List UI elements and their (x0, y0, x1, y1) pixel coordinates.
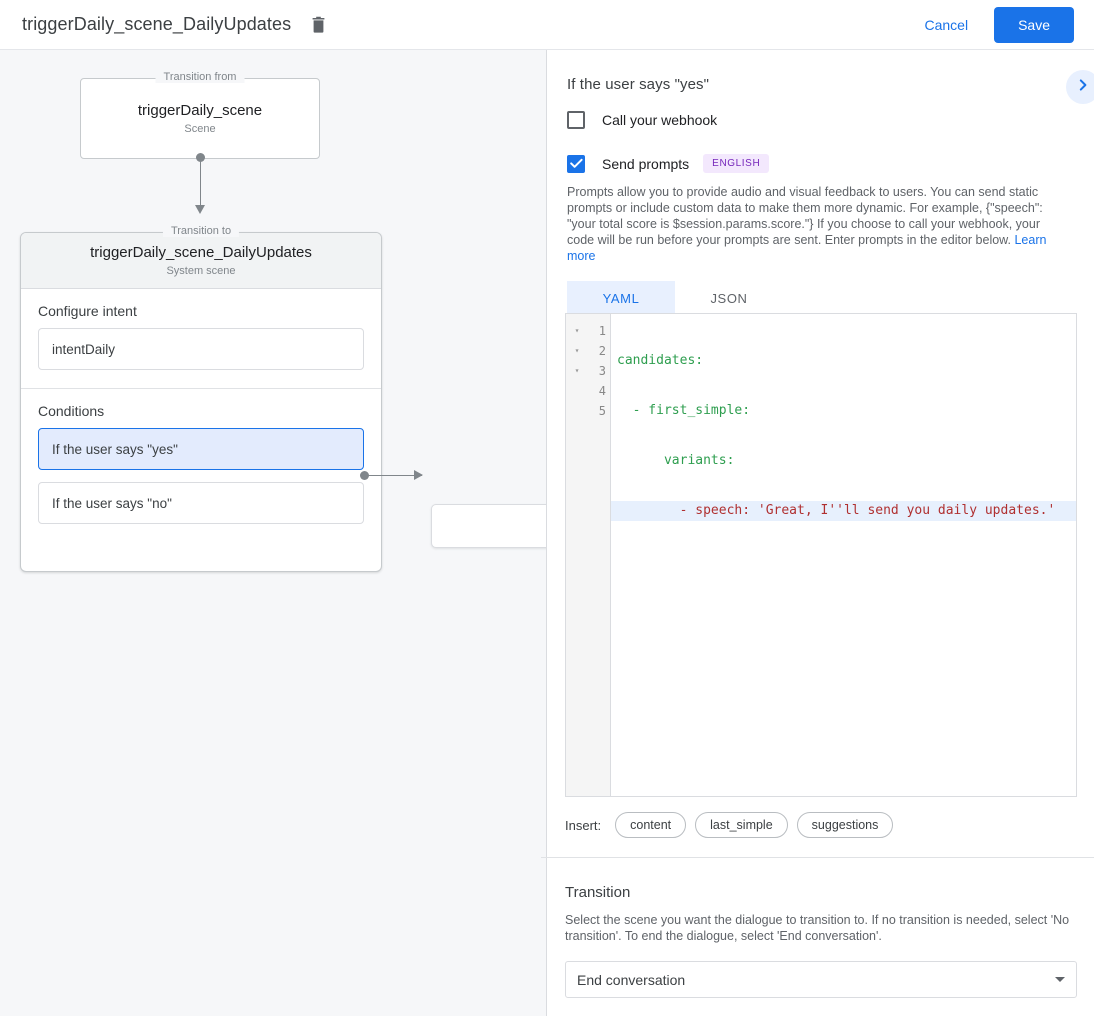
insert-chip-content[interactable]: content (615, 812, 687, 838)
panel-header: If the user says "yes" (547, 50, 1094, 104)
insert-chip-last-simple[interactable]: last_simple (695, 812, 788, 838)
send-prompts-checkbox[interactable] (567, 154, 585, 173)
code-token-key: - first_simple: (617, 403, 751, 418)
expand-panel-button[interactable] (1066, 70, 1094, 104)
trash-icon (311, 16, 326, 33)
insert-label: Insert: (565, 817, 602, 833)
conditions-label: Conditions (38, 403, 105, 419)
connector-line-horizontal (368, 475, 422, 476)
fold-toggle[interactable] (566, 381, 588, 401)
webhook-checkbox[interactable] (567, 111, 585, 129)
delete-button[interactable] (305, 12, 331, 38)
check-icon (569, 158, 583, 168)
send-prompts-row[interactable]: Send prompts ENGLISH (547, 154, 1094, 173)
configure-intent-section: Configure intent intentDaily (21, 289, 381, 389)
code-line[interactable]: variants: (611, 451, 1076, 471)
transition-select-value: End conversation (577, 971, 686, 988)
transition-select[interactable]: End conversation (565, 961, 1077, 998)
code-line[interactable] (611, 551, 1076, 571)
webhook-label: Call your webhook (602, 112, 718, 128)
top-bar: triggerDaily_scene_DailyUpdates Cancel S… (0, 0, 1094, 50)
conditions-section: Conditions If the user says "yes" If the… (21, 389, 381, 542)
format-tabs: YAML JSON (567, 281, 1077, 316)
insert-chips-row: Insert: content last_simple suggestions (565, 812, 894, 838)
panel-divider (546, 50, 547, 1016)
transition-from-title: triggerDaily_scene (137, 102, 263, 119)
editor-line-numbers: 1 2 3 4 5 (588, 314, 611, 796)
connector-dot-condition (360, 471, 369, 480)
section-divider (541, 857, 1094, 858)
configure-intent-label: Configure intent (38, 303, 137, 319)
cancel-button[interactable]: Cancel (912, 9, 980, 41)
webhook-row[interactable]: Call your webhook (547, 111, 1094, 129)
transition-to-title: triggerDaily_scene_DailyUpdates (90, 244, 312, 261)
condition-item-yes[interactable]: If the user says "yes" (38, 428, 364, 470)
top-bar-actions: Cancel Save (912, 6, 1074, 43)
transition-description: Select the scene you want the dialogue t… (565, 913, 1070, 943)
learn-more-link[interactable]: Learn more (567, 233, 1047, 263)
save-button[interactable]: Save (994, 6, 1074, 43)
code-token-key: variants: (617, 453, 735, 468)
code-line-active[interactable]: - speech: 'Great, I''ll send you daily u… (611, 501, 1076, 521)
prompts-description: Prompts allow you to provide audio and v… (547, 184, 1067, 264)
code-line[interactable]: - first_simple: (611, 401, 1076, 421)
transition-from-node[interactable]: Transition from triggerDaily_scene Scene (80, 71, 320, 159)
line-number: 1 (598, 324, 606, 338)
line-number: 3 (598, 364, 606, 378)
prompt-code-editor[interactable]: ▾ ▾ ▾ 1 2 3 4 5 candidates: - first_simp… (565, 313, 1077, 797)
transition-to-subtitle: System scene (166, 265, 236, 277)
transition-to-legend: Transition to (162, 225, 240, 237)
fold-toggle[interactable]: ▾ (574, 326, 580, 335)
code-token-key: candidates: (617, 353, 704, 368)
connector-arrow-right (414, 470, 423, 480)
transition-to-node[interactable]: Transition to triggerDaily_scene_DailyUp… (20, 225, 382, 572)
transition-section: Transition Select the scene you want the… (565, 884, 1077, 998)
code-token-string: - speech: 'Great, I''ll send you daily u… (617, 503, 1056, 518)
transition-title: Transition (565, 884, 631, 901)
connector-arrow-down (195, 205, 205, 214)
line-number: 5 (598, 404, 606, 418)
tab-yaml[interactable]: YAML (567, 281, 675, 315)
prompts-description-text: Prompts allow you to provide audio and v… (567, 185, 1043, 247)
scene-graph-canvas[interactable]: Transition from triggerDaily_scene Scene… (0, 50, 546, 1016)
page-title: triggerDaily_scene_DailyUpdates (22, 14, 292, 34)
editor-code-area[interactable]: candidates: - first_simple: variants: - … (611, 314, 1076, 796)
intent-field[interactable]: intentDaily (38, 328, 364, 370)
line-number: 2 (598, 344, 606, 358)
transition-from-subtitle: Scene (184, 123, 216, 135)
panel-title: If the user says "yes" (567, 76, 710, 93)
condition-item-no[interactable]: If the user says "no" (38, 482, 364, 524)
code-line[interactable]: candidates: (611, 351, 1076, 371)
chevron-down-icon (1055, 977, 1065, 982)
transition-from-legend: Transition from (155, 71, 245, 83)
line-number: 4 (598, 384, 606, 398)
tab-json[interactable]: JSON (710, 290, 748, 306)
send-prompts-label: Send prompts (602, 155, 690, 172)
fold-toggle[interactable]: ▾ (574, 366, 580, 375)
connector-line-vertical (200, 157, 201, 209)
target-node-stub[interactable] (431, 504, 546, 548)
editor-fold-column: ▾ ▾ ▾ (566, 314, 588, 796)
chevron-right-icon (1075, 77, 1091, 98)
insert-chip-suggestions[interactable]: suggestions (796, 812, 894, 838)
transition-to-header: triggerDaily_scene_DailyUpdates System s… (21, 233, 381, 289)
language-badge: ENGLISH (703, 154, 770, 173)
fold-toggle[interactable]: ▾ (574, 346, 580, 355)
fold-toggle[interactable] (566, 401, 588, 421)
